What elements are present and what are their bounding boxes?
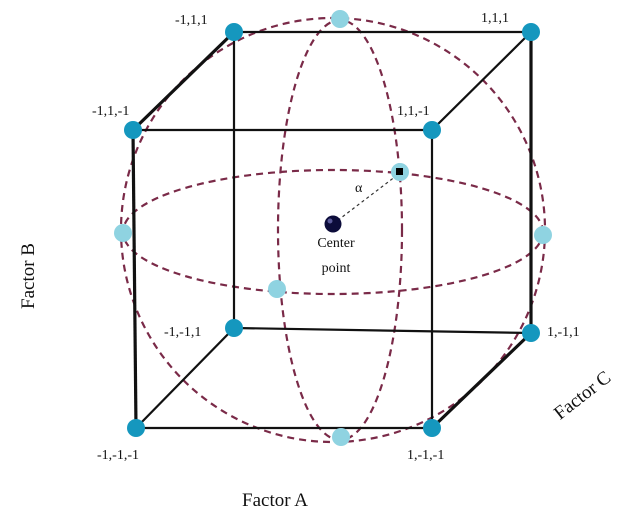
sphere-meridian-ellipse <box>276 18 404 442</box>
edge-connect-bottom-left <box>135 327 235 429</box>
axial-point-bottom <box>332 428 350 446</box>
axial-point-left <box>114 224 132 242</box>
axial-point-front <box>268 280 286 298</box>
axial-point-top <box>331 10 349 28</box>
corner-points <box>124 23 540 437</box>
edge-front-left <box>131 129 138 429</box>
corner-label-front-bottom-right: 1,-1,-1 <box>407 448 444 463</box>
alpha-endpoint-marker <box>396 168 403 175</box>
edge-connect-top-left <box>131 30 236 132</box>
center-point-highlight <box>327 218 333 224</box>
edge-connect-top-right <box>431 31 532 131</box>
corner-point-front-top-left <box>124 121 142 139</box>
edge-back-bottom <box>233 326 532 335</box>
corner-point-back-bottom-right <box>522 324 540 342</box>
corner-labels: -1,1,1 1,1,1 -1,1,-1 1,1,-1 -1,-1,1 1,-1… <box>92 11 580 463</box>
axis-label-factor-c: Factor C <box>550 367 615 424</box>
corner-point-front-top-right <box>423 121 441 139</box>
cube-edges <box>131 30 533 430</box>
axial-points <box>114 10 552 446</box>
corner-point-back-top-right <box>522 23 540 41</box>
edge-connect-bottom-right <box>430 331 533 430</box>
axis-label-factor-a: Factor A <box>242 490 308 511</box>
alpha-label: α <box>355 181 363 196</box>
corner-label-front-bottom-left: -1,-1,-1 <box>97 448 139 463</box>
corner-point-front-bottom-right <box>423 419 441 437</box>
corner-label-front-top-right: 1,1,-1 <box>397 104 430 119</box>
corner-point-front-bottom-left <box>127 419 145 437</box>
corner-point-back-bottom-left <box>225 319 243 337</box>
center-label-line1: Center <box>317 236 355 251</box>
corner-point-back-top-left <box>225 23 243 41</box>
corner-label-front-top-left: -1,1,-1 <box>92 104 129 119</box>
center-label-line2: point <box>322 261 351 276</box>
axis-label-factor-b: Factor B <box>18 243 39 309</box>
corner-label-back-top-right: 1,1,1 <box>481 11 509 26</box>
corner-label-back-bottom-right: 1,-1,1 <box>547 325 580 340</box>
corner-label-back-bottom-left: -1,-1,1 <box>164 325 201 340</box>
corner-label-back-top-left: -1,1,1 <box>175 13 208 28</box>
axial-point-right <box>534 226 552 244</box>
center-point <box>324 215 342 233</box>
alpha-radius-line <box>332 172 401 225</box>
